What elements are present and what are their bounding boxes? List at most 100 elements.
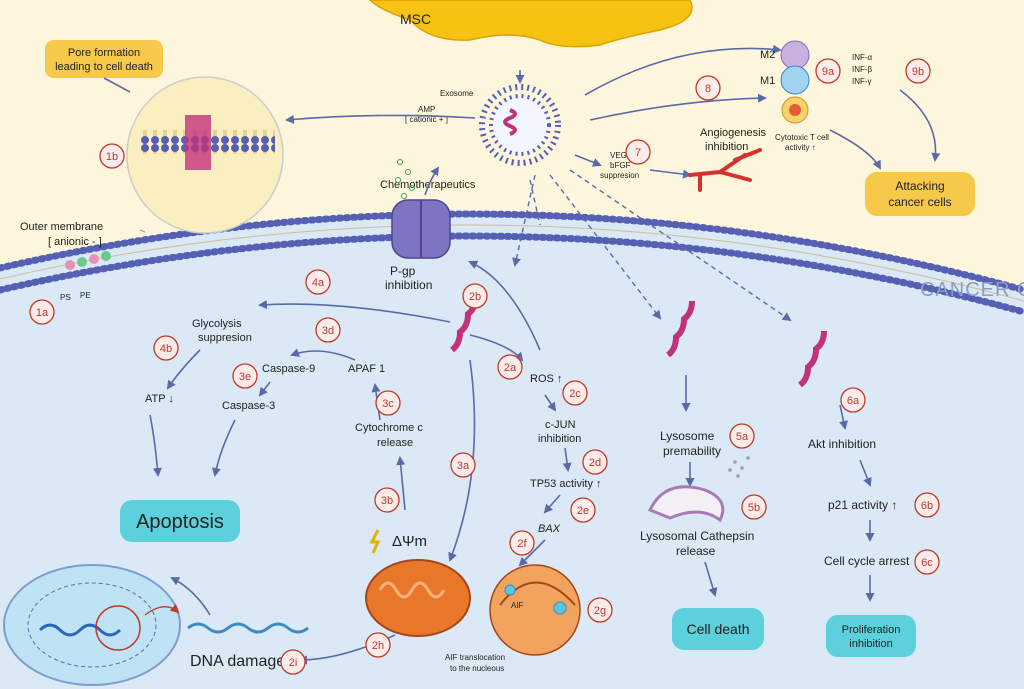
glyco-label-1: Glycolysis (192, 318, 242, 330)
step-badge-3c: 3c (375, 390, 401, 416)
lyso-label-1: Lysosome (660, 429, 715, 443)
cell-death-text: Cell death (686, 621, 749, 637)
m2-cell (780, 40, 810, 70)
cell-death-box (672, 608, 764, 650)
step-badge-8: 8 (695, 75, 721, 101)
step-badge-9b: 9b (905, 58, 931, 84)
dpsi-label: ΔΨm (392, 533, 427, 550)
step-badge-3a: 3a (450, 452, 476, 478)
casp3-label: Caspase-3 (222, 400, 275, 412)
msc-cell (368, 0, 693, 48)
step-label: 2h (372, 640, 384, 652)
mitochondrion (365, 559, 471, 637)
step-label: 5b (748, 502, 760, 514)
cjun-label-2: inhibition (538, 433, 581, 445)
bfgf-label: bFGF (610, 161, 631, 170)
cyto-t-label-2: activity ↑ (785, 143, 816, 152)
m1-cell (780, 65, 810, 95)
step-label: 3b (381, 495, 393, 507)
apoptosis-text: Apoptosis (136, 511, 224, 533)
arrest-label: Cell cycle arrest (824, 554, 910, 568)
step-label: 2f (517, 538, 527, 550)
cath-label-1: Lysosomal Cathepsin (640, 529, 754, 543)
outer-membrane-label: Outer membrane (20, 221, 103, 233)
step-badge-7: 7 (625, 139, 651, 165)
peptide-akt (798, 330, 827, 388)
aif-tr-label-2: to the nucleous (450, 664, 504, 673)
inf-b-label: INF-β (852, 65, 873, 74)
step-badge-9a: 9a (815, 58, 841, 84)
step-label: 2c (569, 388, 581, 400)
step-label: 8 (705, 83, 711, 95)
step-label: 1b (106, 151, 118, 163)
aif-label: AIF (511, 601, 524, 610)
step-label: 3e (239, 371, 251, 383)
step-badge-3d: 3d (315, 317, 341, 343)
prolif-text-1: Proliferation (842, 624, 901, 636)
angio-label-2: inhibition (705, 141, 748, 153)
step-label: 9b (912, 66, 924, 78)
step-label: 5a (736, 431, 749, 443)
pore-text-1: Pore formation (68, 47, 140, 59)
step-badge-2i: 2i (280, 649, 306, 675)
anionic-label: [ anionic - ] (48, 236, 102, 248)
vegf-label: VEGF (610, 151, 632, 160)
exosome (479, 84, 561, 166)
cancer-cell-membrane (0, 210, 1024, 294)
step-badge-2d: 2d (582, 449, 608, 475)
m1-label: M1 (760, 75, 775, 87)
step-label: 7 (635, 147, 641, 159)
tp53-label: TP53 activity ↑ (530, 478, 602, 490)
step-badge-4b: 4b (153, 335, 179, 361)
aif-tr-label-1: AIF translocation (445, 653, 505, 662)
step-label: 2e (577, 505, 589, 517)
prolif-text-2: inhibition (849, 638, 892, 650)
step-label: 6c (921, 557, 933, 569)
step-badge-2g: 2g (587, 597, 613, 623)
chemo-dots (395, 159, 415, 199)
cancer-cell-title: CANCER CELL (920, 279, 1024, 301)
pe-label: PE (80, 291, 91, 300)
glyco-label-2: suppresion (198, 332, 252, 344)
lysosome (647, 485, 725, 523)
step-label: 4b (160, 343, 172, 355)
step-badge-3b: 3b (374, 487, 400, 513)
ros-label: ROS ↑ (530, 373, 562, 385)
cath-label-2: release (676, 544, 716, 558)
step-badge-6b: 6b (914, 492, 940, 518)
cytc-label-2: release (377, 437, 413, 449)
msc-title: MSC (400, 11, 431, 27)
step-label: 2i (289, 657, 298, 669)
vessel-icon (688, 148, 762, 192)
inf-g-label: INF-γ (852, 77, 872, 86)
step-badge-2e: 2e (570, 497, 596, 523)
cancer-cell-body (0, 214, 1024, 689)
peptide-lysosome (666, 300, 695, 358)
lightning-icon (369, 529, 381, 554)
step-label: 9a (822, 66, 835, 78)
step-label: 2b (469, 291, 481, 303)
step-label: 2g (594, 605, 606, 617)
step-badge-2f: 2f (509, 530, 535, 556)
exosome-label: Exosome (440, 89, 474, 98)
step-badges: 1a1b2a2b2c2d2e2f2g2h2i3a3b3c3d3e4a4b5a5b… (29, 58, 940, 675)
nucleus (3, 564, 181, 686)
p21-label: p21 activity ↑ (828, 498, 897, 512)
step-badge-2b: 2b (462, 283, 488, 309)
step-label: 1a (36, 307, 49, 319)
lyso-label-2: premability (663, 444, 721, 458)
apaf-label: APAF 1 (348, 363, 385, 375)
atp-label: ATP ↓ (145, 393, 174, 405)
ps-label: PS (60, 293, 71, 302)
step-badge-1b: 1b (99, 143, 125, 169)
mito-zoom (489, 564, 581, 656)
attacking-text-1: Attacking (895, 179, 944, 193)
cationic-label: [ cationic + ] (405, 115, 448, 124)
step-badge-1a: 1a (29, 299, 55, 325)
step-label: 3a (457, 460, 470, 472)
step-badge-5a: 5a (729, 423, 755, 449)
pore-box (45, 40, 163, 78)
casp9-label: Caspase-9 (262, 363, 315, 375)
